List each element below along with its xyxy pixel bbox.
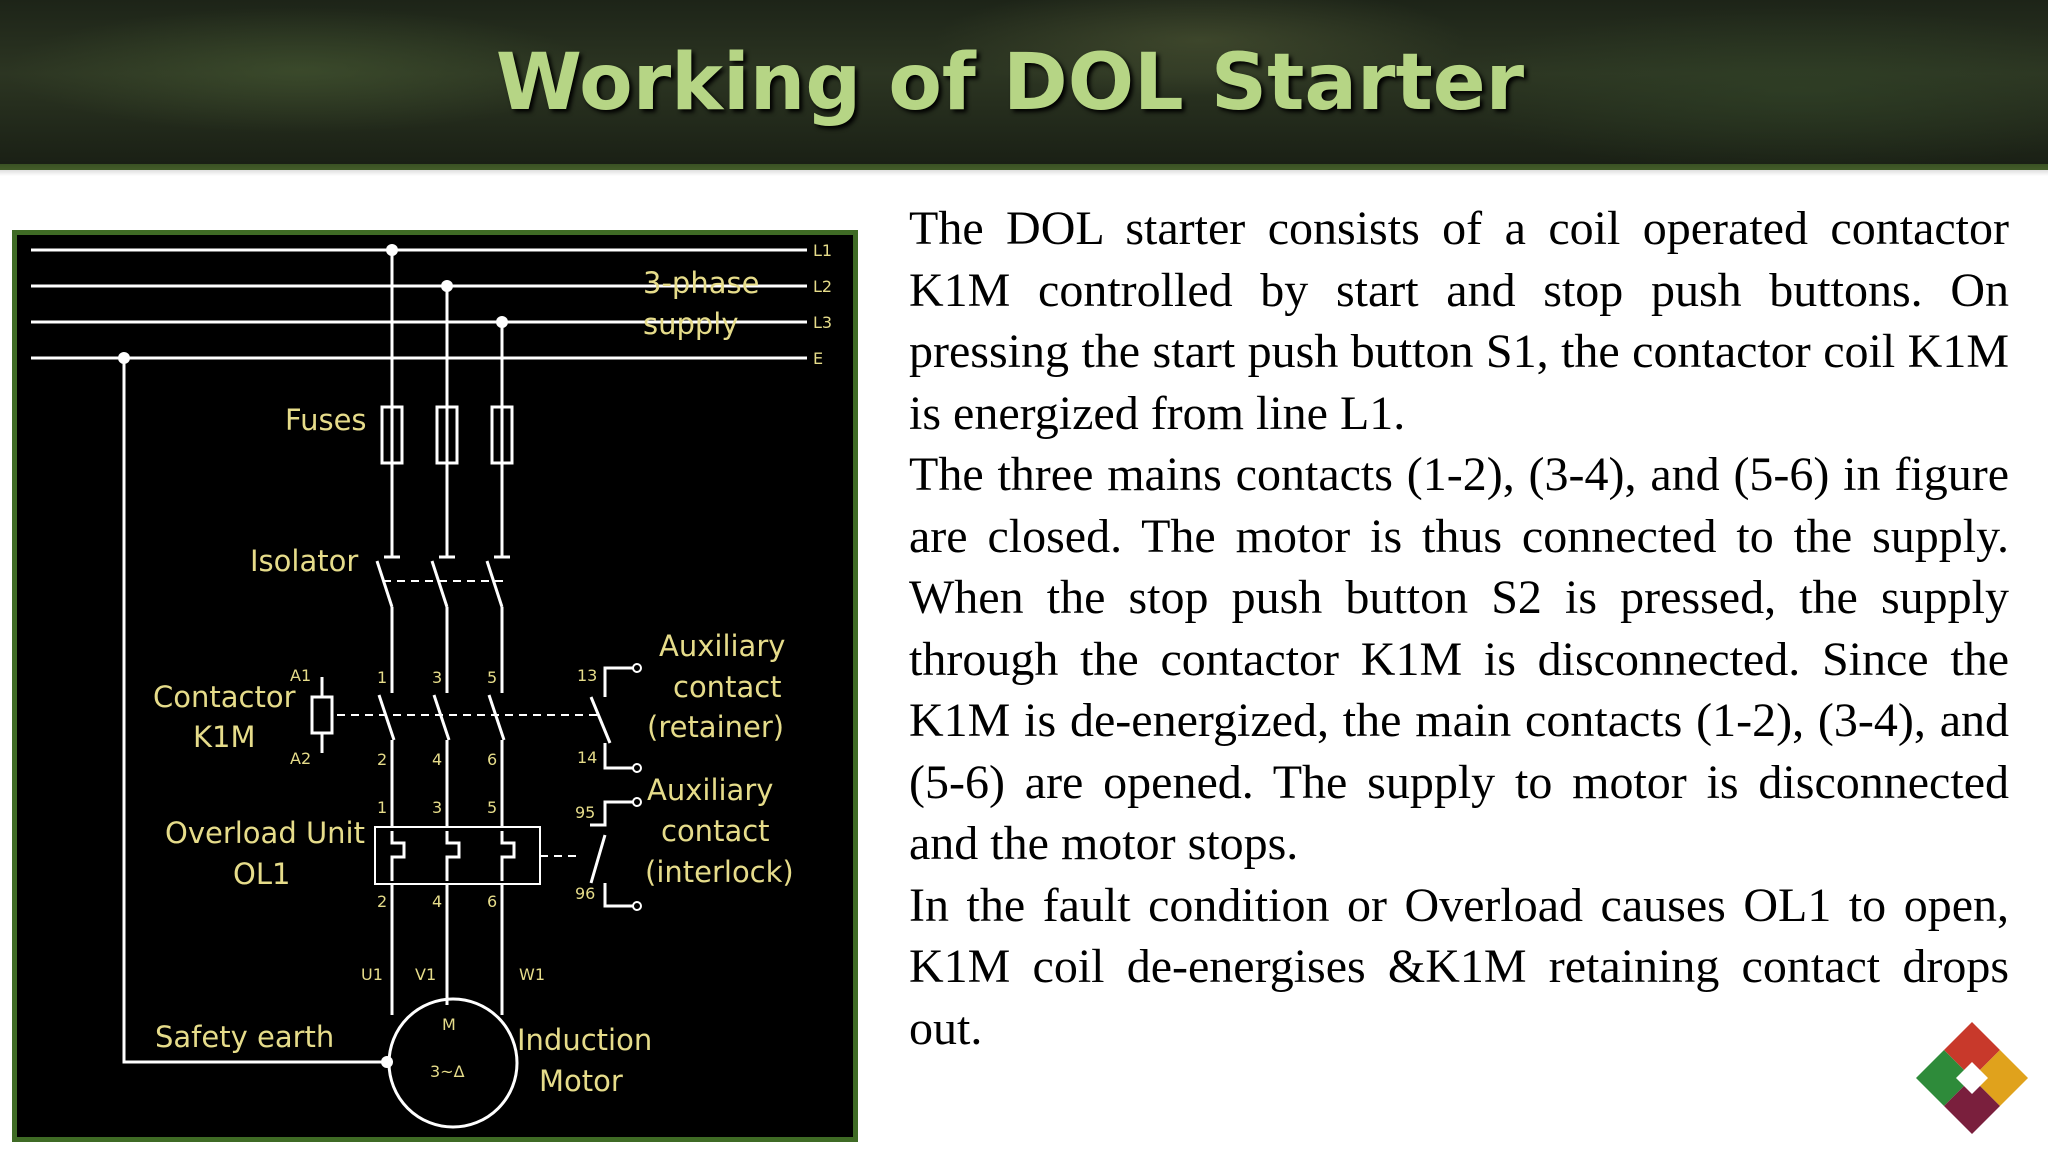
explanation-text: The DOL starter consists of a coil opera… <box>909 198 2009 1059</box>
contactor-coil <box>310 695 334 735</box>
title-banner <box>0 0 2048 170</box>
interlock-terminal-95: 95 <box>575 803 595 822</box>
supply-label-1: 3-phase <box>643 266 759 300</box>
overload-label-2: OL1 <box>233 857 290 891</box>
isolator-label: Isolator <box>250 544 358 578</box>
motor-terminal-v1: V1 <box>415 965 436 984</box>
line-label-l1: L1 <box>813 241 832 260</box>
supply-label-2: supply <box>643 307 739 341</box>
isolator-blade-1 <box>375 560 394 608</box>
fuses-label: Fuses <box>285 403 367 437</box>
paragraph-1: The DOL starter consists of a coil opera… <box>909 202 2009 440</box>
aux-interlock-label-3: (interlock) <box>645 855 794 889</box>
overload-element-2 <box>445 831 461 881</box>
slide-title: Working of DOL Starter <box>495 38 1525 128</box>
contact-terminal-2: 2 <box>377 750 387 769</box>
line-label-l3: L3 <box>813 313 832 332</box>
logo-maroon-diamond <box>1944 1078 2000 1134</box>
brand-logo <box>1916 1022 2028 1134</box>
safety-earth-label: Safety earth <box>155 1020 334 1054</box>
aux-interlock-label-2: contact <box>661 814 770 848</box>
banner-shadow <box>0 164 2048 176</box>
dol-circuit-diagram: L1 L2 L3 E 3-phase supply Fuses Isolator… <box>12 230 858 1142</box>
contact-terminal-6: 6 <box>487 750 497 769</box>
motor-label-1: Induction <box>517 1023 652 1057</box>
paragraph-3: In the fault condition or Overload cause… <box>909 878 2009 1055</box>
line-label-l2: L2 <box>813 277 832 296</box>
line-label-e: E <box>813 349 823 368</box>
overload-element-1 <box>390 831 406 881</box>
interlock-terminal-96: 96 <box>575 884 595 903</box>
overload-label-1: Overload Unit <box>165 816 365 850</box>
overload-terminal-2: 2 <box>377 892 387 911</box>
retainer-terminal-14: 14 <box>577 748 597 767</box>
contact-terminal-3: 3 <box>432 668 442 687</box>
isolator-blade-2 <box>430 560 449 608</box>
coil-terminal-a2: A2 <box>290 749 311 768</box>
paragraph-2: The three mains contacts (1-2), (3-4), a… <box>909 448 2009 870</box>
overload-terminal-6: 6 <box>487 892 497 911</box>
main-contact-1-2 <box>377 694 396 741</box>
contact-terminal-5: 5 <box>487 668 497 687</box>
main-contact-5-6 <box>487 694 506 741</box>
earth-wire <box>122 358 387 1064</box>
logo-center <box>1956 1062 1988 1094</box>
contactor-label-1: Contactor <box>153 680 296 714</box>
main-contact-3-4 <box>432 694 451 741</box>
retainer-contact-bottom <box>603 743 633 770</box>
interlock-contact-blade <box>589 834 607 884</box>
junction-dot <box>381 1056 393 1068</box>
interlock-contact-top <box>590 800 633 827</box>
overload-terminal-3: 3 <box>432 798 442 817</box>
retainer-terminal-13: 13 <box>577 666 597 685</box>
contact-terminal-1: 1 <box>377 668 387 687</box>
isolator-blade-3 <box>485 560 504 608</box>
retainer-contact-top <box>603 666 633 697</box>
aux-interlock-label-1: Auxiliary <box>647 773 773 807</box>
coil-terminal-a1: A1 <box>290 666 311 685</box>
motor-terminal-w1: W1 <box>519 965 545 984</box>
aux-retainer-label-1: Auxiliary <box>659 629 785 663</box>
contactor-label-2: K1M <box>193 720 256 754</box>
overload-terminal-5: 5 <box>487 798 497 817</box>
overload-terminal-4: 4 <box>432 892 442 911</box>
overload-element-3 <box>500 831 516 881</box>
aux-retainer-label-2: contact <box>673 670 782 704</box>
contact-terminal-4: 4 <box>432 750 442 769</box>
retainer-contact-blade <box>589 696 612 744</box>
interlock-contact-bottom <box>603 883 633 908</box>
motor-symbol-phase: 3~Δ <box>430 1062 465 1081</box>
motor-label-2: Motor <box>539 1064 623 1098</box>
induction-motor-symbol <box>387 997 519 1129</box>
overload-terminal-1: 1 <box>377 798 387 817</box>
motor-symbol-m: M <box>442 1015 456 1034</box>
aux-retainer-label-3: (retainer) <box>647 710 784 744</box>
motor-terminal-u1: U1 <box>361 965 383 984</box>
